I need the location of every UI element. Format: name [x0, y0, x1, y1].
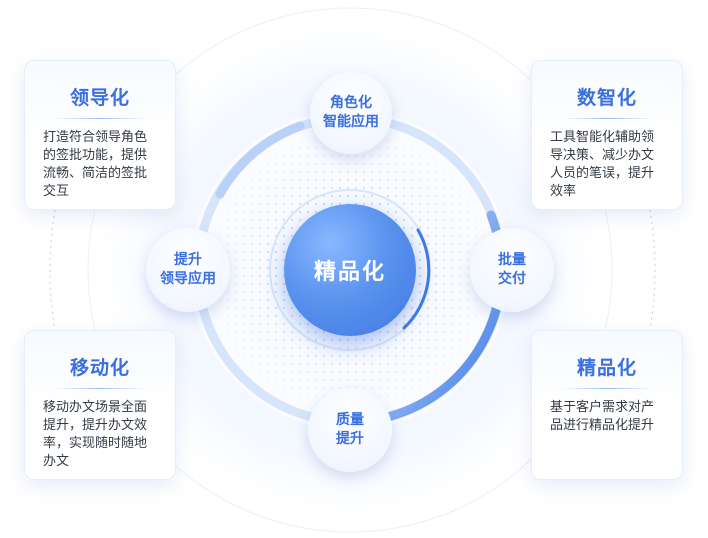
bubble-bottom-line2: 提升	[336, 431, 364, 447]
card-top-left: 领导化 打造符合领导角色的签批功能，提供流畅、简洁的签批交互	[24, 60, 176, 210]
card-bottom-left: 移动化 移动办文场景全面提升，提升办文效率，实现随时随地办文	[24, 330, 176, 480]
card-divider	[560, 388, 654, 389]
bubble-top-line2: 智能应用	[323, 114, 379, 130]
card-text: 工具智能化辅助领导决策、减少办文人员的笔误，提升效率	[550, 130, 655, 199]
bubble-left-line2: 领导应用	[160, 271, 216, 287]
inner-ring-arc	[402, 228, 431, 330]
bubble-right-line1: 批量	[498, 252, 526, 268]
bubble-right: 批量 交付	[470, 228, 554, 312]
card-divider	[53, 118, 147, 119]
right-connector	[649, 209, 656, 331]
card-divider	[560, 118, 654, 119]
left-connector	[49, 209, 56, 331]
outer-ring	[87, 7, 613, 533]
card-title: 数智化	[576, 87, 637, 109]
bubble-right-line2: 交付	[498, 271, 526, 287]
card-title: 领导化	[69, 87, 130, 109]
card-text: 打造符合领导角色的签批功能，提供流畅、简洁的签批交互	[43, 130, 148, 199]
bubble-bottom-line1: 质量	[336, 412, 364, 428]
card-title: 移动化	[69, 357, 130, 379]
card-title: 精品化	[576, 357, 637, 379]
bubble-left-line1: 提升	[174, 252, 202, 268]
card-text: 移动办文场景全面提升，提升办文效率，实现随时随地办文	[43, 400, 148, 469]
bubble-left: 提升 领导应用	[146, 228, 230, 312]
bubble-top: 角色化 智能应用	[310, 72, 392, 154]
card-divider	[53, 388, 147, 389]
bubble-bottom: 质量 提升	[308, 388, 392, 472]
center-circle: 精品化	[284, 204, 416, 336]
main-ring-arc-left	[215, 121, 305, 199]
bubble-top-line1: 角色化	[330, 95, 372, 111]
card-top-right: 数智化 工具智能化辅助领导决策、减少办文人员的笔误，提升效率	[531, 60, 683, 210]
card-text: 基于客户需求对产品进行精品化提升	[550, 400, 655, 433]
card-bottom-right: 精品化 基于客户需求对产品进行精品化提升	[531, 330, 683, 480]
center-label: 精品化	[313, 260, 386, 285]
